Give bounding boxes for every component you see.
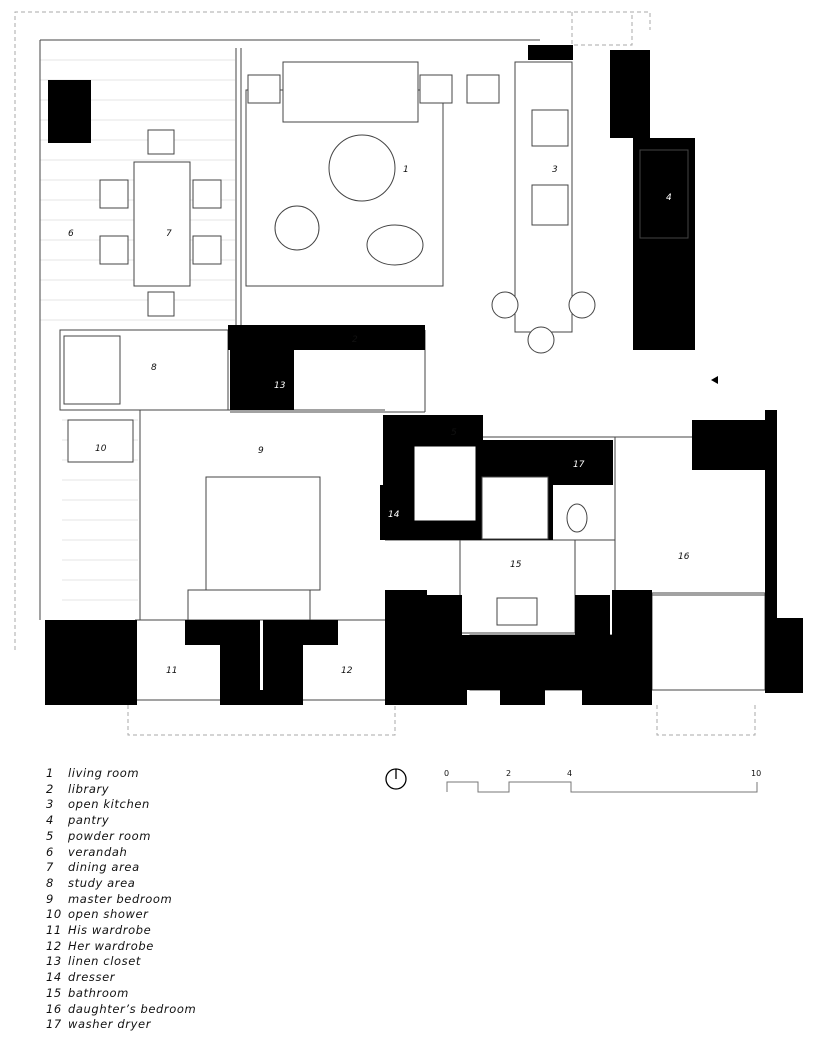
legend-label: dresser bbox=[68, 970, 116, 985]
legend-label: library bbox=[68, 781, 110, 796]
legend-item: 9 master bedroom bbox=[46, 892, 196, 908]
legend-item: 15 bathroom bbox=[46, 986, 196, 1002]
legend-item: 1 living room bbox=[46, 766, 196, 782]
legend-label: daughter’s bedroom bbox=[68, 1001, 197, 1016]
legend-number: 7 bbox=[46, 860, 54, 875]
scale-bar: 0 2 4 10 bbox=[444, 769, 761, 793]
room-label-12: 12 bbox=[341, 666, 353, 676]
north-arrow-icon bbox=[385, 768, 407, 790]
legend-item: 6 verandah bbox=[46, 845, 196, 861]
legend-number: 12 bbox=[46, 938, 62, 953]
legend-number: 8 bbox=[46, 875, 54, 890]
room-label-10: 10 bbox=[95, 444, 107, 454]
legend-item: 14 dresser bbox=[46, 970, 196, 986]
scale-tick-0: 0 bbox=[444, 769, 449, 778]
legend-item: 2 library bbox=[46, 782, 196, 798]
legend-label: powder room bbox=[68, 828, 152, 843]
legend-label: pantry bbox=[68, 813, 110, 828]
legend-item: 16 daughter’s bedroom bbox=[46, 1002, 196, 1018]
legend-item: 4 pantry bbox=[46, 813, 196, 829]
legend-number: 10 bbox=[46, 907, 62, 922]
legend-number: 5 bbox=[46, 828, 54, 843]
room-label-1: 1 bbox=[403, 165, 409, 175]
walls bbox=[45, 45, 803, 705]
room-label-3: 3 bbox=[552, 165, 558, 175]
legend-number: 11 bbox=[46, 923, 62, 938]
room-label-9: 9 bbox=[258, 446, 264, 456]
legend-label: living room bbox=[68, 766, 140, 780]
legend-number: 15 bbox=[46, 985, 62, 1000]
room-label-2: 2 bbox=[352, 335, 358, 345]
room-label-13: 13 bbox=[274, 381, 286, 391]
legend-item: 13 linen closet bbox=[46, 954, 196, 970]
scale-tick-2: 2 bbox=[506, 769, 511, 778]
legend-number: 3 bbox=[46, 797, 54, 812]
room-label-4: 4 bbox=[666, 193, 672, 203]
legend-item: 12 Her wardrobe bbox=[46, 939, 196, 955]
room-label-15: 15 bbox=[510, 560, 522, 570]
legend-label: linen closet bbox=[68, 954, 142, 969]
legend-item: 7 dining area bbox=[46, 860, 196, 876]
room-label-11: 11 bbox=[166, 666, 177, 676]
legend-number: 9 bbox=[46, 891, 54, 906]
legend-number: 2 bbox=[46, 781, 54, 796]
legend-number: 6 bbox=[46, 844, 54, 859]
scale-tick-10: 10 bbox=[751, 769, 761, 778]
legend-number: 17 bbox=[46, 1017, 62, 1032]
entrance-marker-icon bbox=[711, 376, 718, 384]
legend-label: study area bbox=[68, 875, 136, 890]
legend-number: 13 bbox=[46, 954, 62, 969]
scale-tick-4: 4 bbox=[567, 769, 572, 778]
legend-number: 4 bbox=[46, 813, 54, 828]
legend-item: 10 open shower bbox=[46, 907, 196, 923]
legend-label: bathroom bbox=[68, 985, 129, 1000]
legend-label: open shower bbox=[68, 907, 149, 922]
room-label-16: 16 bbox=[678, 552, 690, 562]
room-label-17: 17 bbox=[573, 460, 585, 470]
legend-label: His wardrobe bbox=[68, 923, 152, 938]
legend-label: washer dryer bbox=[68, 1017, 152, 1032]
legend-item: 3 open kitchen bbox=[46, 797, 196, 813]
legend-label: dining area bbox=[68, 860, 140, 875]
room-label-5: 5 bbox=[451, 428, 457, 438]
legend-number: 1 bbox=[46, 766, 54, 780]
legend-label: verandah bbox=[68, 844, 128, 859]
room-label-8: 8 bbox=[151, 363, 157, 373]
legend-item: 17 washer dryer bbox=[46, 1017, 196, 1033]
legend-label: Her wardrobe bbox=[68, 938, 154, 953]
legend-number: 14 bbox=[46, 970, 62, 985]
legend-number: 16 bbox=[46, 1001, 62, 1016]
legend-label: master bedroom bbox=[68, 891, 173, 906]
verandah-outline bbox=[14, 11, 756, 736]
room-legend: 1 living room 2 library 3 open kitchen 4 pantry… bbox=[46, 766, 196, 1033]
legend-label: open kitchen bbox=[68, 797, 150, 812]
room-label-14: 14 bbox=[388, 510, 400, 520]
legend-item: 5 powder room bbox=[46, 829, 196, 845]
room-label-7: 7 bbox=[166, 229, 172, 239]
room-labels: 1 2 3 4 5 6 7 8 9 10 11 12 13 14 15 16 1… bbox=[68, 165, 690, 676]
legend-item: 11 His wardrobe bbox=[46, 923, 196, 939]
furniture bbox=[63, 61, 689, 626]
legend-item: 8 study area bbox=[46, 876, 196, 892]
room-label-6: 6 bbox=[68, 229, 74, 239]
